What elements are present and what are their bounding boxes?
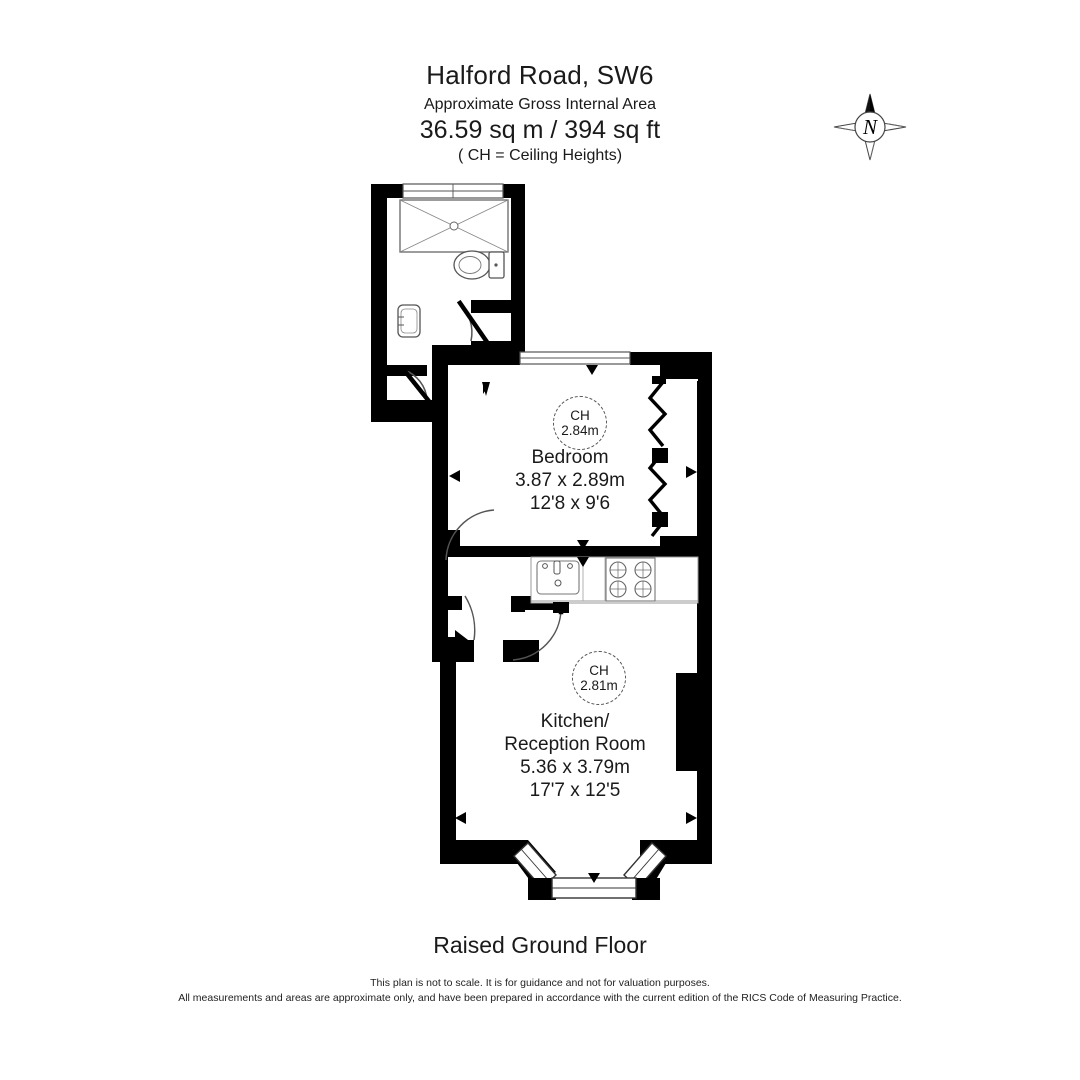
floor-title: Raised Ground Floor <box>433 932 647 958</box>
bedroom-dim-imperial: 12'8 x 9'6 <box>529 493 611 514</box>
kitchen-dim-metric: 5.36 x 3.79m <box>520 757 630 778</box>
hob-four-burner <box>605 557 656 602</box>
bedroom-name: Bedroom <box>531 447 609 468</box>
kitchen-dim-imperial: 17'7 x 12'5 <box>529 780 621 801</box>
disclaimer-line-2: All measurements and areas are approxima… <box>178 992 902 1004</box>
compass-rose: N <box>832 92 908 162</box>
ch-label-kitchen: CH <box>589 663 609 678</box>
bedroom-dim-metric: 3.87 x 2.89m <box>515 470 625 491</box>
plan-header: Halford Road, SW6 Approximate Gross Inte… <box>0 62 1080 164</box>
shower-tray <box>399 199 509 253</box>
area-caption: Approximate Gross Internal Area <box>423 96 657 113</box>
wall-markers <box>449 365 697 883</box>
walls <box>371 184 712 864</box>
wardrobe-hinge-blocks <box>652 376 668 527</box>
compass-north-label: N <box>862 115 878 139</box>
room-label-bedroom: Bedroom 3.87 x 2.89m 12'8 x 9'6 <box>455 446 685 515</box>
ch-value-kitchen: 2.81m <box>580 678 618 693</box>
area-value: 36.59 sq m / 394 sq ft <box>419 116 661 144</box>
ceiling-height-legend: ( CH = Ceiling Heights) <box>457 147 623 164</box>
ch-label-bedroom: CH <box>570 408 590 423</box>
disclaimer: This plan is not to scale. It is for gui… <box>0 976 1080 1006</box>
disclaimer-line-1: This plan is not to scale. It is for gui… <box>370 977 710 989</box>
windows <box>402 183 698 381</box>
kitchen-fixtures <box>530 556 699 604</box>
wash-basin <box>397 304 421 338</box>
door-leaf-blocks <box>553 602 569 613</box>
page-title: Halford Road, SW6 <box>426 60 654 90</box>
room-label-kitchen-reception: Kitchen/ Reception Room 5.36 x 3.79m 17'… <box>460 710 690 802</box>
bay-window <box>500 840 680 900</box>
ceiling-height-kitchen: CH 2.81m <box>572 651 626 705</box>
toilet <box>453 250 505 280</box>
ch-value-bedroom: 2.84m <box>561 423 599 438</box>
ceiling-height-bedroom: CH 2.84m <box>553 396 607 450</box>
entrance-arrow <box>433 630 472 656</box>
kitchen-name-line2: Reception Room <box>504 734 646 755</box>
kitchen-sink <box>536 560 580 595</box>
bathroom-fixtures <box>397 199 509 338</box>
kitchen-name-line1: Kitchen/ <box>540 711 610 732</box>
